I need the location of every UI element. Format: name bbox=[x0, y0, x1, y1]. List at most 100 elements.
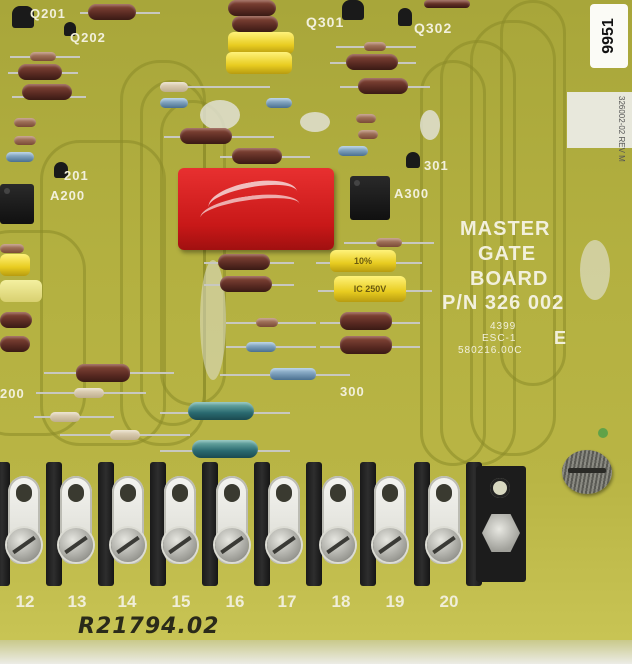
resistor bbox=[256, 318, 278, 327]
terminal-screw bbox=[215, 528, 249, 562]
resistor bbox=[346, 54, 398, 70]
terminal-screw bbox=[373, 528, 407, 562]
terminal-15 bbox=[160, 476, 200, 568]
capacitor-1: 10% bbox=[330, 250, 396, 272]
terminal-screw bbox=[59, 528, 93, 562]
terminal-barrier bbox=[202, 462, 218, 586]
mounting-hole bbox=[490, 478, 510, 498]
resistor bbox=[232, 148, 282, 164]
pin-label-17: 17 bbox=[277, 592, 297, 611]
resistor bbox=[356, 114, 376, 123]
screw-slot bbox=[568, 468, 606, 473]
resistor bbox=[188, 402, 254, 420]
resistor bbox=[0, 336, 30, 352]
code-4399: 4399 bbox=[490, 321, 517, 332]
resistor bbox=[30, 52, 56, 61]
terminal-barrier bbox=[360, 462, 376, 586]
terminal-20 bbox=[424, 476, 464, 568]
transistor-q201 bbox=[12, 6, 34, 28]
resistor bbox=[246, 342, 276, 352]
circuit-board: Q201 Q202 201 A200 200 Q301 Q302 bbox=[0, 0, 632, 640]
terminal-barrier bbox=[306, 462, 322, 586]
terminal-barrier bbox=[254, 462, 270, 586]
capacitor bbox=[0, 254, 30, 276]
pcb-trace bbox=[500, 0, 566, 386]
designator-q301: Q301 bbox=[306, 14, 345, 30]
terminal-barrier bbox=[46, 462, 62, 586]
resistor bbox=[50, 412, 80, 422]
resistor bbox=[160, 82, 188, 92]
capacitor bbox=[0, 280, 42, 302]
code-esc: ESC-1 bbox=[482, 333, 517, 344]
red-relay bbox=[178, 168, 334, 250]
pin-label-12: 12 bbox=[15, 592, 35, 611]
resistor bbox=[218, 254, 270, 270]
serial-sticker: 9951 bbox=[590, 4, 628, 68]
resistor bbox=[14, 118, 36, 127]
terminal-screw bbox=[267, 528, 301, 562]
solder-residue bbox=[580, 240, 610, 300]
capacitor bbox=[228, 32, 294, 54]
designator-200: 200 bbox=[0, 386, 25, 401]
green-dot bbox=[598, 428, 608, 438]
terminal-screw bbox=[321, 528, 355, 562]
serial-sticker-number: 9951 bbox=[600, 18, 617, 54]
resistor bbox=[160, 98, 188, 108]
transistor bbox=[406, 152, 420, 168]
solder-residue bbox=[200, 100, 240, 130]
resistor bbox=[76, 364, 130, 382]
terminal-barrier bbox=[414, 462, 430, 586]
resistor bbox=[74, 388, 104, 398]
board-title-line-1: MASTER bbox=[460, 218, 551, 240]
pin-label-14: 14 bbox=[117, 592, 137, 611]
terminal-13 bbox=[56, 476, 96, 568]
pcb-trace bbox=[140, 80, 206, 426]
resistor bbox=[180, 128, 232, 144]
pin-label-15: 15 bbox=[171, 592, 191, 611]
ic-a300 bbox=[350, 176, 390, 220]
resistor bbox=[232, 16, 278, 32]
resistor bbox=[228, 0, 276, 16]
resistor bbox=[358, 130, 378, 139]
resistor bbox=[22, 84, 72, 100]
designator-a200: A200 bbox=[50, 188, 86, 203]
board-title-line-3: BOARD bbox=[470, 268, 549, 290]
ic-a200 bbox=[0, 184, 34, 224]
resistor bbox=[0, 312, 32, 328]
terminal-18 bbox=[318, 476, 358, 568]
terminal-16 bbox=[212, 476, 252, 568]
resistor bbox=[358, 78, 408, 94]
terminal-12 bbox=[4, 476, 44, 568]
resistor bbox=[364, 42, 386, 51]
terminal-14 bbox=[108, 476, 148, 568]
handwritten-revision: R21794.02 bbox=[78, 614, 220, 639]
pin-label-13: 13 bbox=[67, 592, 87, 611]
designator-a300: A300 bbox=[394, 186, 430, 201]
designator-q202: Q202 bbox=[70, 30, 106, 45]
resistor bbox=[266, 98, 292, 108]
resistor bbox=[6, 152, 34, 162]
resistor bbox=[376, 238, 402, 247]
rev-mark: E bbox=[554, 328, 568, 348]
rev-sticker-line-1: 326002-02 REV M bbox=[617, 96, 626, 162]
resistor bbox=[338, 146, 368, 156]
designator-301: 301 bbox=[424, 158, 449, 173]
code-580216: 580216.00C bbox=[458, 345, 523, 356]
terminal-17 bbox=[264, 476, 304, 568]
terminal-barrier bbox=[98, 462, 114, 586]
designator-q201: Q201 bbox=[30, 6, 66, 21]
resistor bbox=[192, 440, 258, 458]
terminal-screw bbox=[111, 528, 145, 562]
rev-sticker: 326002-02 REV M bbox=[567, 92, 632, 162]
pcb-trace bbox=[0, 230, 86, 436]
terminal-barrier bbox=[150, 462, 166, 586]
transistor-q202 bbox=[64, 22, 76, 36]
terminal-screw bbox=[163, 528, 197, 562]
designator-300: 300 bbox=[340, 384, 365, 399]
lead bbox=[160, 86, 270, 88]
pin-label-16: 16 bbox=[225, 592, 245, 611]
designator-q302: Q302 bbox=[414, 20, 453, 36]
transistor bbox=[54, 162, 68, 178]
resistor bbox=[220, 276, 272, 292]
resistor bbox=[340, 336, 392, 354]
